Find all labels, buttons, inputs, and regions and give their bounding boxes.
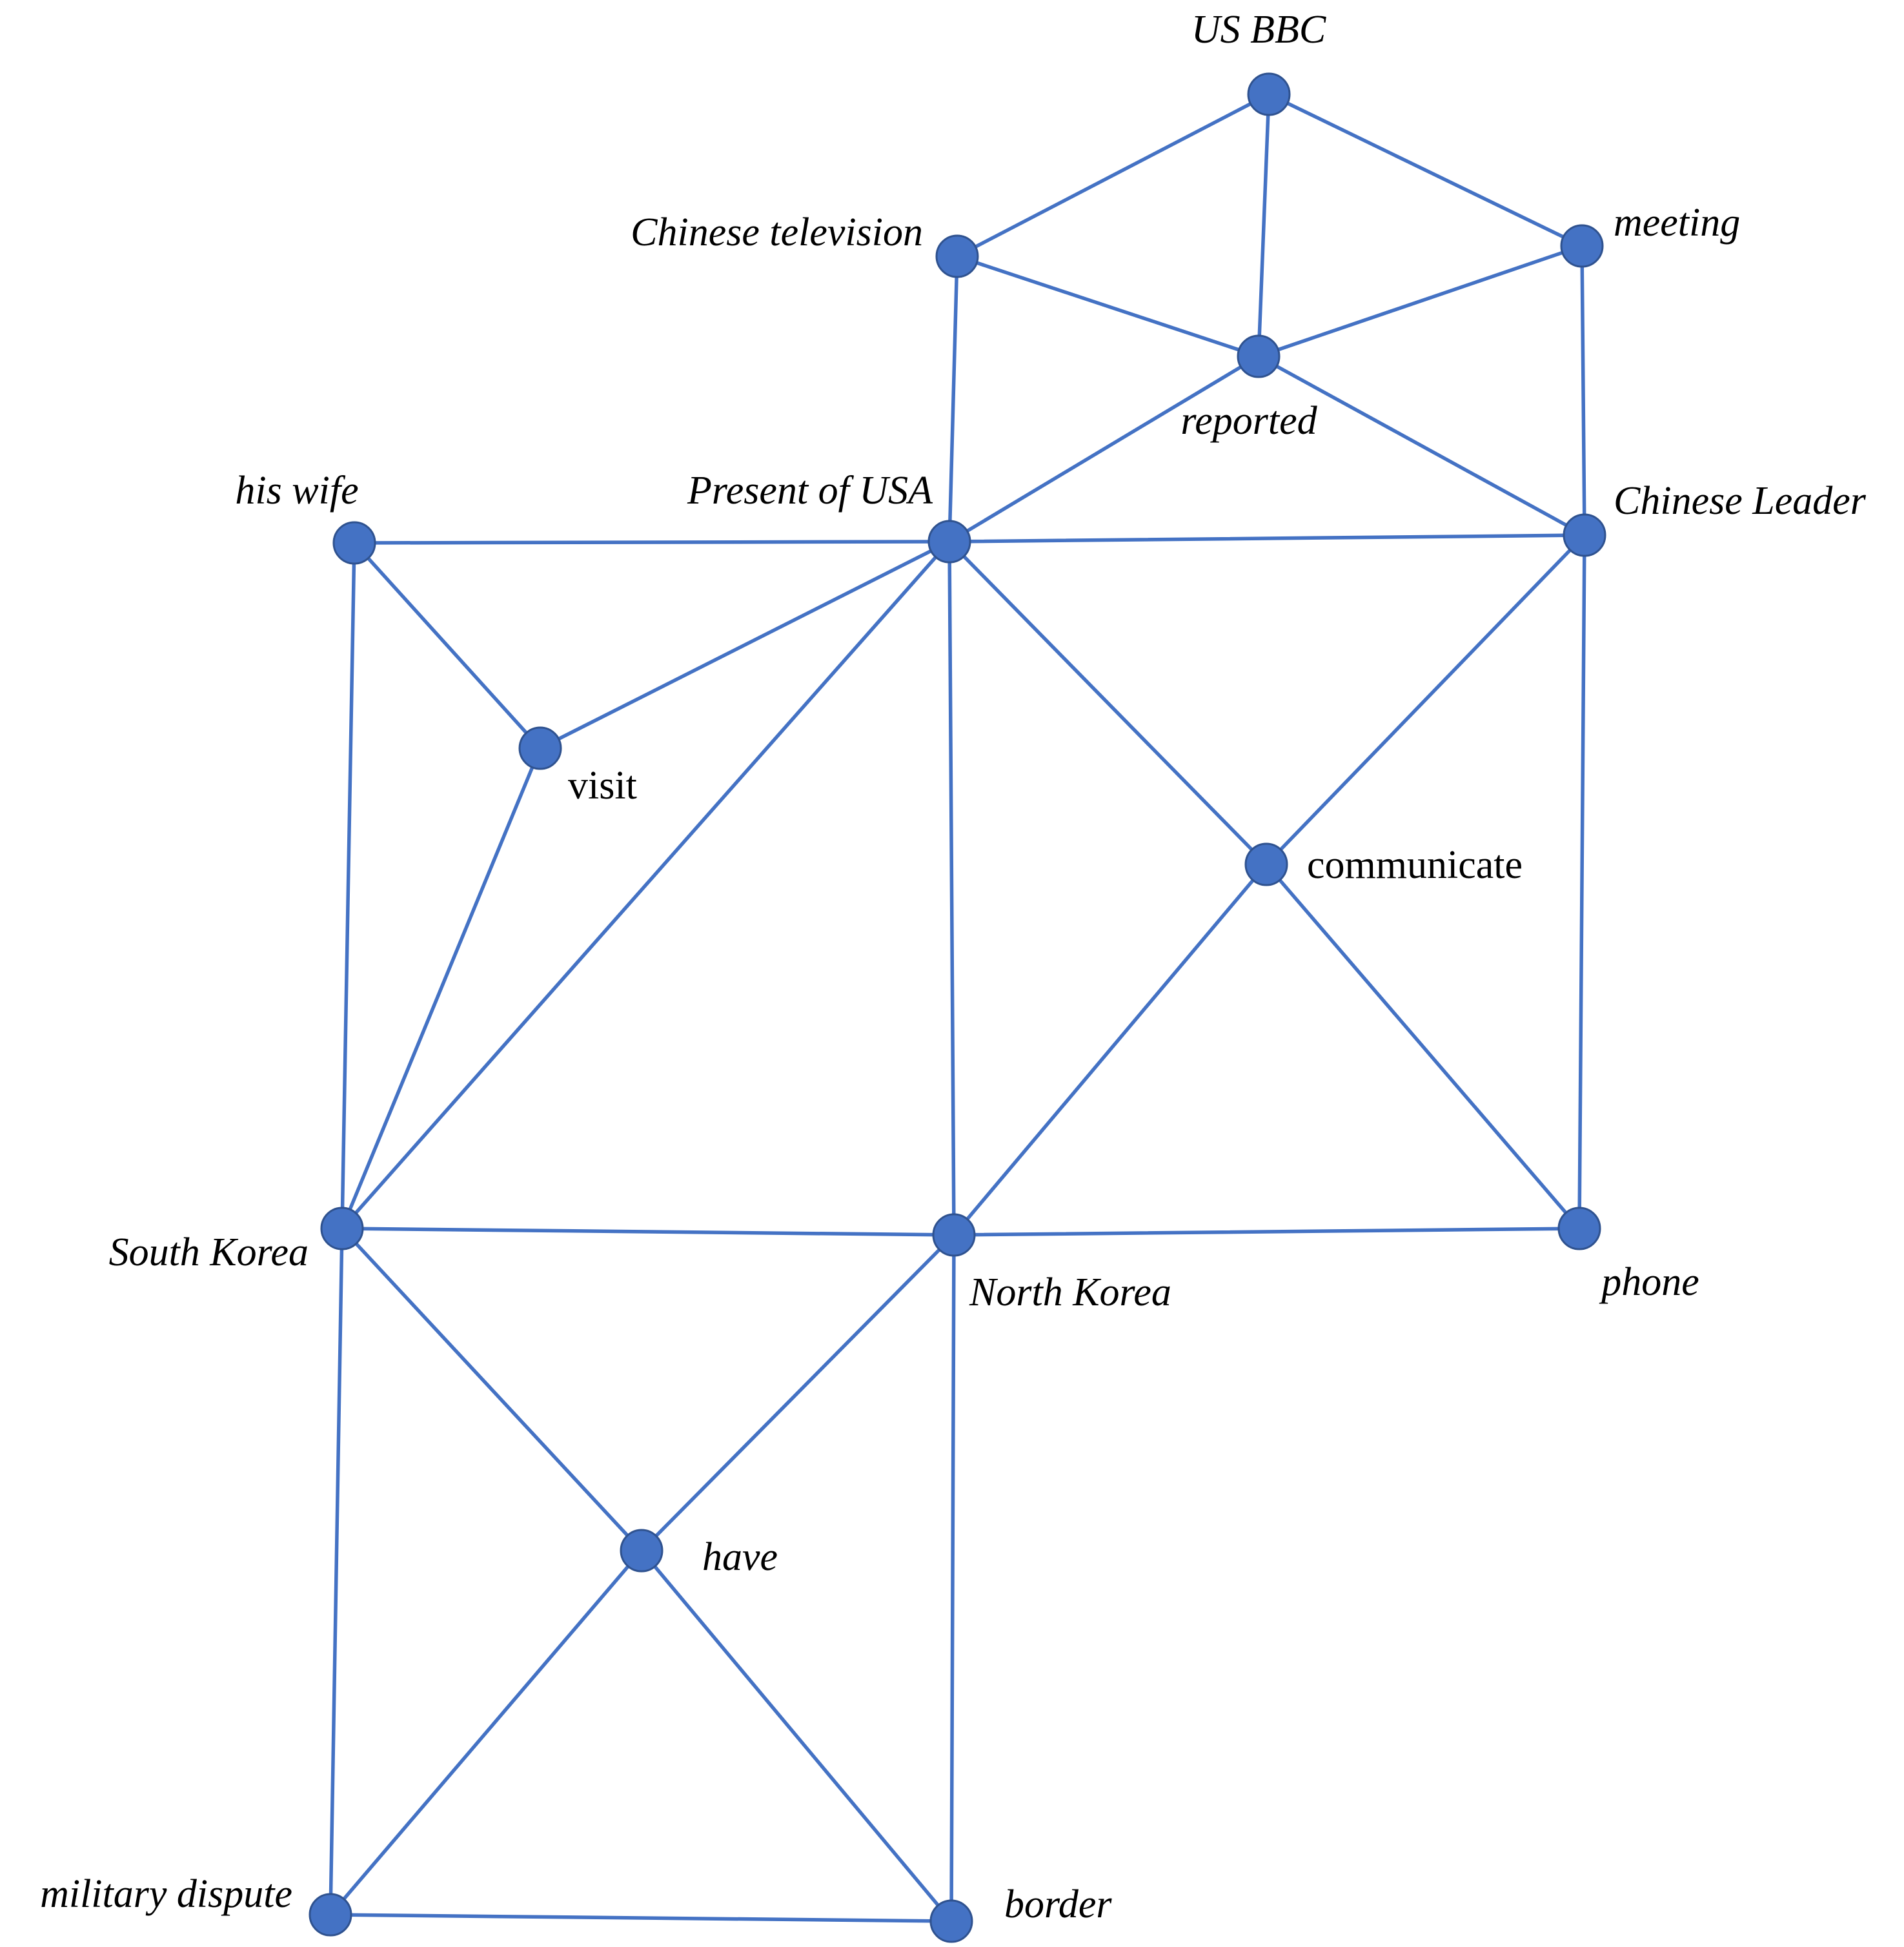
node-us-bbc xyxy=(1247,72,1291,116)
edge-reported-to-present-of-usa xyxy=(947,354,1261,544)
node-visit xyxy=(518,726,562,770)
node-his-wife xyxy=(332,521,376,565)
label-military-dispute: military dispute xyxy=(40,1872,292,1916)
node-layer xyxy=(309,72,1606,1943)
node-present-of-usa xyxy=(927,520,971,564)
edge-meeting-to-chinese-leader xyxy=(1580,244,1586,537)
edge-north-korea-to-have xyxy=(640,1233,956,1553)
node-phone xyxy=(1557,1207,1601,1250)
edge-communicate-to-phone xyxy=(1264,862,1581,1230)
node-chinese-leader xyxy=(1563,513,1606,557)
node-meeting xyxy=(1560,224,1604,268)
label-chinese-television: Chinese television xyxy=(631,210,923,254)
label-communicate: communicate xyxy=(1307,843,1523,887)
edge-us-bbc-to-chinese-television xyxy=(955,92,1271,258)
edge-us-bbc-to-meeting xyxy=(1267,92,1584,248)
edge-his-wife-to-present-of-usa xyxy=(352,540,951,545)
label-have: have xyxy=(702,1535,778,1579)
node-reported xyxy=(1237,334,1281,378)
edge-chinese-leader-to-communicate xyxy=(1264,533,1586,866)
label-us-bbc: US BBC xyxy=(1191,8,1326,52)
label-visit: visit xyxy=(568,764,637,808)
label-layer: US BBC Chinese television meeting reported h… xyxy=(40,8,1867,1926)
edge-north-korea-to-phone xyxy=(952,1227,1581,1237)
label-chinese-leader: Chinese Leader xyxy=(1614,479,1867,523)
edge-south-korea-to-have xyxy=(340,1227,643,1553)
edge-communicate-to-north-korea xyxy=(952,862,1268,1237)
edge-present-of-usa-to-chinese-leader xyxy=(947,533,1586,544)
edge-visit-to-south-korea xyxy=(340,746,542,1230)
label-reported: reported xyxy=(1180,399,1317,443)
node-military-dispute xyxy=(309,1893,352,1937)
node-south-korea xyxy=(320,1207,364,1250)
edge-present-of-usa-to-visit xyxy=(538,540,951,750)
edge-meeting-to-reported xyxy=(1257,244,1584,358)
label-meeting: meeting xyxy=(1614,201,1740,245)
node-communicate xyxy=(1244,842,1288,886)
edge-have-to-military-dispute xyxy=(329,1549,643,1917)
node-border xyxy=(929,1899,973,1943)
edge-military-dispute-to-border xyxy=(329,1913,953,1923)
edge-south-korea-to-military-dispute xyxy=(329,1227,344,1917)
node-north-korea xyxy=(932,1213,976,1257)
edge-chinese-television-to-present-of-usa xyxy=(947,254,959,544)
edge-us-bbc-to-reported xyxy=(1257,92,1271,358)
edge-present-of-usa-to-north-korea xyxy=(947,540,956,1237)
node-have xyxy=(620,1529,663,1573)
edge-layer xyxy=(329,92,1586,1923)
label-border: border xyxy=(1004,1882,1112,1926)
edge-chinese-television-to-reported xyxy=(955,254,1261,358)
label-present-of-usa: Present of USA xyxy=(687,469,933,513)
label-south-korea: South Korea xyxy=(109,1230,309,1274)
label-north-korea: North Korea xyxy=(969,1270,1171,1314)
edge-have-to-border xyxy=(640,1549,953,1923)
edge-reported-to-chinese-leader xyxy=(1257,354,1586,537)
node-chinese-television xyxy=(935,234,979,278)
edge-present-of-usa-to-south-korea xyxy=(340,540,951,1230)
label-his-wife: his wife xyxy=(235,469,358,513)
edge-present-of-usa-to-communicate xyxy=(947,540,1268,866)
edge-north-korea-to-border xyxy=(949,1233,956,1923)
edge-his-wife-to-visit xyxy=(352,541,542,750)
edge-south-korea-to-north-korea xyxy=(340,1227,956,1237)
edge-his-wife-to-south-korea xyxy=(340,541,356,1230)
label-phone: phone xyxy=(1599,1260,1699,1304)
edge-chinese-leader-to-phone xyxy=(1577,533,1586,1230)
